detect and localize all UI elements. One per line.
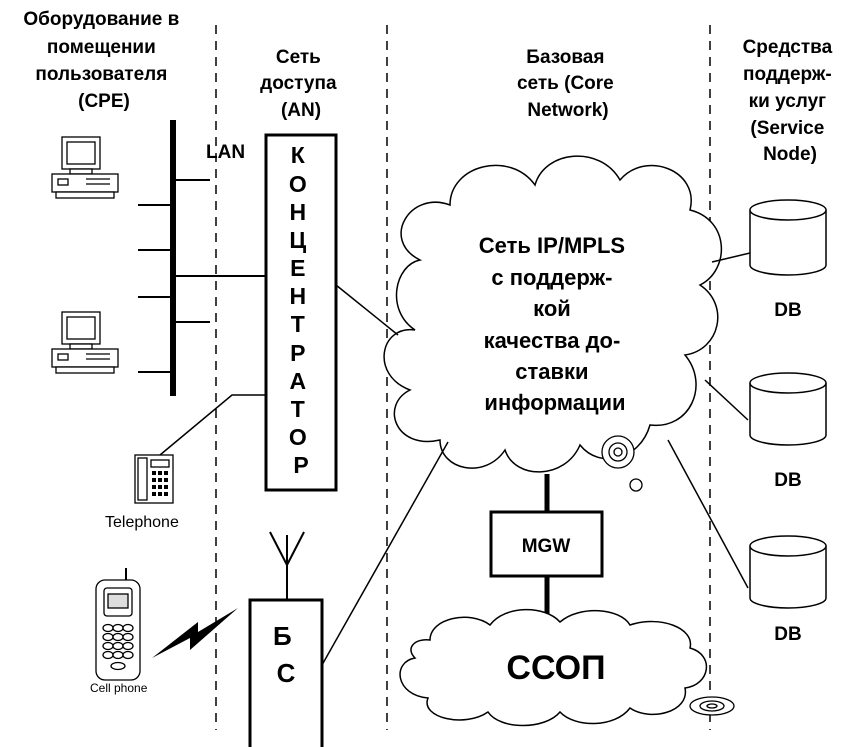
cellphone-label: Cell phone (90, 681, 148, 695)
telephone-link (159, 394, 266, 456)
core-db2-link (704, 379, 749, 421)
zone-header-core: Базовая сеть (Core Network) (517, 47, 619, 121)
computer-icon (51, 311, 119, 374)
base-station-box (248, 598, 324, 747)
base-station-core-link (321, 441, 449, 666)
pstn-cloud (399, 608, 707, 727)
database-icon (749, 372, 827, 446)
core-network-label: Сеть IP/MPLS с поддерж- кой качества до-… (479, 233, 631, 415)
lan-label: LAN (206, 142, 245, 163)
concentrator-label: К О Н Ц Е Н Т Р А Т О Р (289, 142, 313, 478)
base-station-label: Б С (273, 621, 299, 688)
mgw-box (489, 510, 604, 578)
concentrator-box (264, 133, 338, 492)
concentrator-core-link (335, 284, 399, 336)
mgw-label: MGW (522, 536, 571, 557)
database-icon (749, 535, 827, 609)
cloud-tail-bubbles (601, 435, 643, 492)
db-label: DB (774, 624, 801, 645)
telephone-label: Telephone (105, 514, 179, 531)
db-label: DB (774, 470, 801, 491)
core-db3-link (667, 439, 749, 589)
telephone-icon (134, 454, 174, 504)
pstn-tail-bubble (689, 696, 735, 716)
radio-link-icon (152, 608, 238, 658)
cellphone-icon (95, 568, 141, 681)
zone-header-service: Средства поддерж- ки услуг (Service Node… (743, 37, 838, 165)
base-station-antenna (269, 531, 305, 600)
core-network-cloud (383, 155, 722, 473)
zone-header-cpe: Оборудование в помещении пользователя (C… (23, 9, 184, 112)
computer-icon (51, 136, 119, 199)
zone-header-an: Сеть доступа (AN) (260, 47, 342, 121)
zone-separators (215, 25, 711, 730)
core-db1-link (711, 252, 751, 263)
pstn-label: ССОП (506, 649, 605, 687)
network-links (321, 252, 751, 666)
lan-bus (138, 120, 266, 396)
database-icon (749, 199, 827, 276)
db-label: DB (774, 300, 801, 321)
